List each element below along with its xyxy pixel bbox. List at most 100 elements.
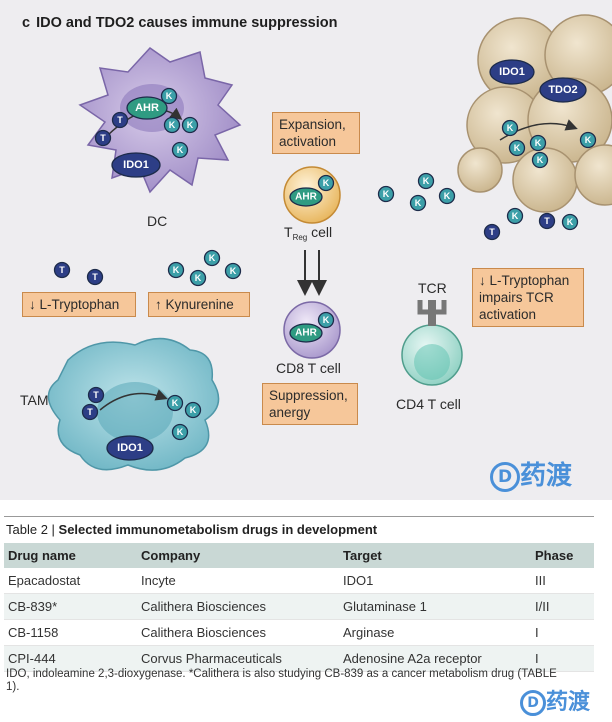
tumor-ido1-enzyme: IDO1: [489, 59, 535, 85]
tam-kynurenine-2: K: [171, 423, 189, 441]
free-tryptophan-1-shape: [86, 268, 104, 286]
dc-ido1-enzyme: IDO1: [111, 152, 161, 178]
tam-label: TAM: [20, 392, 49, 408]
cell-phase: I/II: [531, 593, 594, 620]
dc-kynurenine-0-shape: [160, 87, 178, 105]
tcr-box-line2: impairs TCR: [479, 290, 554, 305]
cell-target: IDO1: [339, 568, 531, 594]
tam-tryptophan-1: T: [87, 386, 105, 404]
right-kynurenine-0: K: [506, 207, 524, 225]
treg-ahr-receptor: AHR: [289, 187, 323, 207]
tumor-tdo2-enzyme-text: TDO2: [548, 84, 577, 96]
dc-kynurenine-3-shape: [171, 141, 189, 159]
dc-kynurenine-3: K: [171, 141, 189, 159]
tumor-kynurenine-1: K: [508, 139, 526, 157]
cell-phase: I: [531, 645, 594, 672]
col-header-phase: Phase: [531, 543, 594, 568]
dc-ido1-enzyme-text: IDO1: [123, 159, 149, 171]
dc-tryptophan-1-letter: T: [100, 133, 106, 143]
table-footnote: IDO, indoleamine 2,3-dioxygenase. *Calit…: [6, 668, 557, 693]
suppression-anergy-box: Suppression, anergy: [262, 383, 358, 425]
cell-drug: CPI-444: [4, 645, 137, 672]
dc-kynurenine-2-shape: [181, 116, 199, 134]
free-kynurenine-2-shape: [203, 249, 221, 267]
tam-ido1-enzyme: IDO1: [106, 435, 154, 461]
tam-kynurenine-2-letter: K: [177, 427, 184, 437]
dc-tryptophan-0-shape: [111, 111, 129, 129]
treg-kynurenine: K: [317, 174, 335, 192]
expansion-activation-box: Expansion, activation: [272, 112, 360, 154]
treg-kynurenine-letter: K: [323, 178, 330, 188]
table-caption-prefix: Table 2 |: [6, 522, 59, 537]
free-tryptophan-1: T: [86, 268, 104, 286]
free-kynurenine-0-shape: [167, 261, 185, 279]
cell-phase: I: [531, 619, 594, 646]
treg-label-sub: Reg: [292, 233, 308, 242]
tumor-kynurenine-3: K: [531, 151, 549, 169]
free-kynurenine-0: K: [167, 261, 185, 279]
right-tryptophan-0: T: [483, 223, 501, 241]
tam-kynurenine-1-shape: [184, 401, 202, 419]
tam-kynurenine-1: K: [184, 401, 202, 419]
tam-tryptophan-0-letter: T: [87, 407, 93, 417]
tumor-kynurenine-1-letter: K: [514, 143, 521, 153]
cell-target: Arginase: [339, 619, 531, 646]
cd8-ahr-receptor: AHR: [289, 323, 323, 343]
tumor-kynurenine-4: K: [579, 131, 597, 149]
watermark-logo-icon: D: [490, 461, 520, 492]
tumor-kynurenine-4-letter: K: [585, 135, 592, 145]
free-tryptophan-0-shape: [53, 261, 71, 279]
tam-tryptophan-0: T: [81, 403, 99, 421]
tcr-box-line3: activation: [479, 307, 537, 322]
col-header-target: Target: [339, 543, 531, 568]
tam-kynurenine-1-letter: K: [190, 405, 197, 415]
cell-company: Incyte: [137, 568, 339, 594]
free-kynurenine-1-letter: K: [195, 273, 202, 283]
free-kynurenine-3-letter: K: [230, 266, 237, 276]
mid-kynurenine-1-shape: [417, 172, 435, 190]
free-kynurenine-1: K: [189, 269, 207, 287]
treg-ahr-receptor-shape: [289, 187, 323, 207]
tam-tryptophan-1-letter: T: [93, 390, 99, 400]
tcr-impairment-box: ↓ L-Tryptophan impairs TCR activation: [472, 268, 584, 327]
table-caption-title: Selected immunometabolism drugs in devel…: [58, 522, 378, 537]
right-tryptophan-1-shape: [538, 212, 556, 230]
high-kynurenine-box: ↑ Kynurenine: [148, 292, 250, 317]
mid-kynurenine-2-letter: K: [415, 198, 422, 208]
tam-kynurenine-2-shape: [171, 423, 189, 441]
free-kynurenine-3-shape: [224, 262, 242, 280]
suppression-line2: anergy: [269, 405, 311, 420]
cd8-kynurenine: K: [317, 311, 335, 329]
mid-kynurenine-3: K: [438, 187, 456, 205]
tam-tryptophan-0-shape: [81, 403, 99, 421]
dc-kynurenine-1-letter: K: [169, 120, 176, 130]
cd4-label: CD4 T cell: [396, 396, 461, 412]
cell-phase: III: [531, 568, 594, 594]
tumor-ido1-enzyme-text: IDO1: [499, 66, 525, 78]
tumor-cell-cluster: [457, 14, 612, 213]
suppression-line1: Suppression,: [269, 388, 348, 403]
tam-tryptophan-1-shape: [87, 386, 105, 404]
low-tryptophan-text: ↓ L-Tryptophan: [29, 297, 120, 312]
cd4-t-cell: [401, 324, 463, 386]
dc-tryptophan-0-letter: T: [117, 115, 123, 125]
high-kynurenine-text: ↑ Kynurenine: [155, 297, 234, 312]
dc-ahr-receptor: AHR: [126, 96, 168, 120]
table-section: Table 2 | Selected immunometabolism drug…: [0, 500, 612, 722]
mid-kynurenine-0: K: [377, 185, 395, 203]
dc-kynurenine-1-shape: [163, 116, 181, 134]
table-top-rule: [4, 516, 594, 517]
right-kynurenine-0-letter: K: [512, 211, 519, 221]
table-row: Epacadostat Incyte IDO1 III: [4, 568, 594, 594]
free-tryptophan-0: T: [53, 261, 71, 279]
tumor-kynurenine-2: K: [529, 134, 547, 152]
cell-target: Glutaminase 1: [339, 593, 531, 620]
treg-label-main: T: [284, 224, 293, 240]
tumor-ido1-enzyme-shape: [489, 59, 535, 85]
expansion-line2: activation: [279, 134, 337, 149]
mid-kynurenine-3-letter: K: [444, 191, 451, 201]
free-kynurenine-3: K: [224, 262, 242, 280]
right-kynurenine-0-shape: [506, 207, 524, 225]
